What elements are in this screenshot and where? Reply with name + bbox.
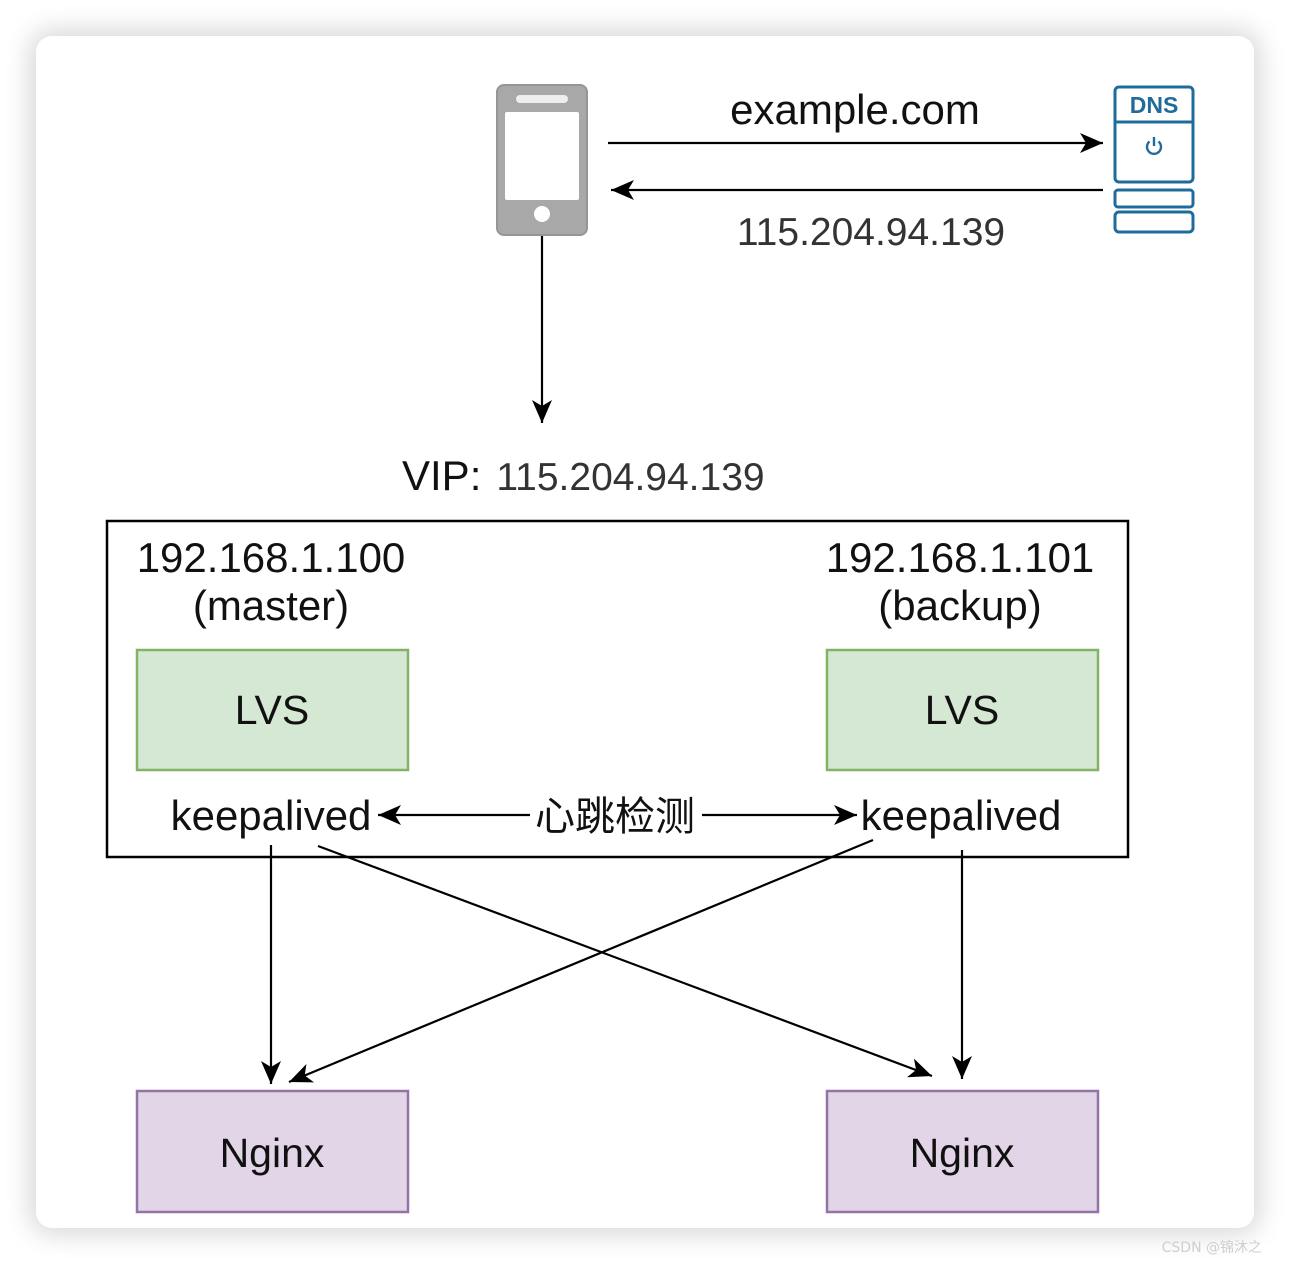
nginx-box-1 xyxy=(135,1089,410,1214)
arrow-backup-to-nginx-1 xyxy=(288,838,874,1084)
diagram-card xyxy=(36,36,1254,1228)
lvs-master-box xyxy=(135,648,410,772)
dns-server-drawer xyxy=(1113,188,1195,209)
dns-server-icon: DNS xyxy=(1113,85,1195,234)
dns-server-body xyxy=(1113,85,1195,184)
ha-cluster-box xyxy=(105,519,1130,859)
power-icon xyxy=(1145,137,1163,156)
watermark: CSDN @锦沐之 xyxy=(1162,1239,1262,1256)
nginx-box-2 xyxy=(825,1089,1100,1214)
master-role-label: (master) xyxy=(193,582,349,629)
keepalived-master-label: keepalived xyxy=(171,792,372,839)
keepalived-backup-label: keepalived xyxy=(861,792,1062,839)
heartbeat-label-background xyxy=(530,792,702,836)
master-ip-label: 192.168.1.100 xyxy=(137,534,406,581)
backup-role-label: (backup) xyxy=(878,582,1041,629)
nginx-label-2: Nginx xyxy=(910,1130,1015,1176)
dns-response-label: 115.204.94.139 xyxy=(737,211,1005,254)
vip-address: 115.204.94.139 xyxy=(496,456,764,499)
vip-prefix: VIP: xyxy=(402,452,481,499)
lvs-backup-label: LVS xyxy=(925,687,999,733)
heartbeat-label: 心跳检测 xyxy=(535,794,695,840)
backup-ip-label: 192.168.1.101 xyxy=(826,534,1095,581)
lvs-backup-box xyxy=(825,648,1100,772)
arrow-master-to-nginx-2 xyxy=(317,844,933,1078)
mobile-phone-icon xyxy=(496,84,588,236)
dns-label: DNS xyxy=(1130,92,1179,118)
nginx-label-1: Nginx xyxy=(220,1130,325,1176)
dns-query-label: example.com xyxy=(730,86,980,133)
dns-server-drawer xyxy=(1113,210,1195,234)
phone-home-button xyxy=(534,206,550,222)
phone-screen xyxy=(505,112,579,200)
lvs-master-label: LVS xyxy=(235,687,309,733)
vip-label: VIP: 115.204.94.139 xyxy=(402,452,765,499)
phone-speaker xyxy=(516,95,568,103)
